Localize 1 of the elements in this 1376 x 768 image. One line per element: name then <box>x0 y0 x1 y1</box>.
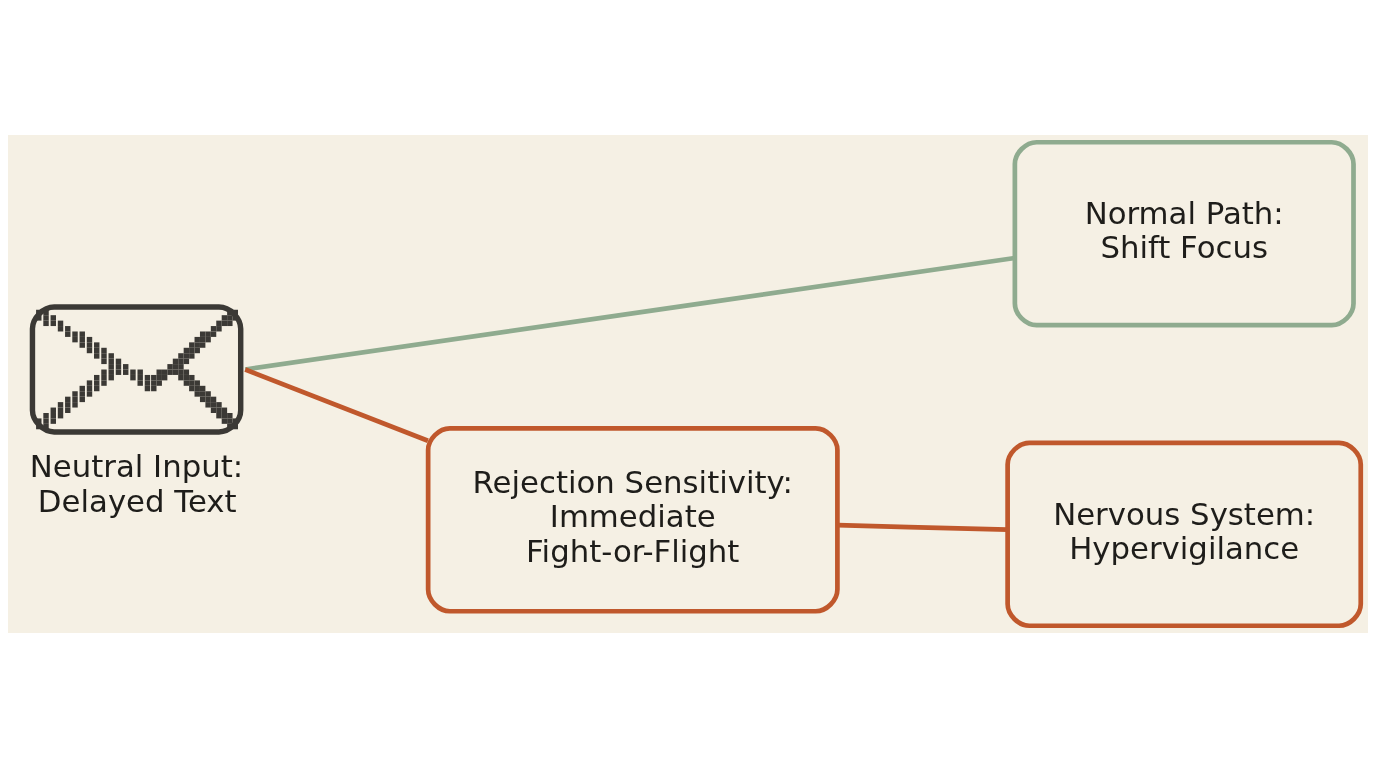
node-label: Neutral Input: Delayed Text <box>29 448 244 519</box>
